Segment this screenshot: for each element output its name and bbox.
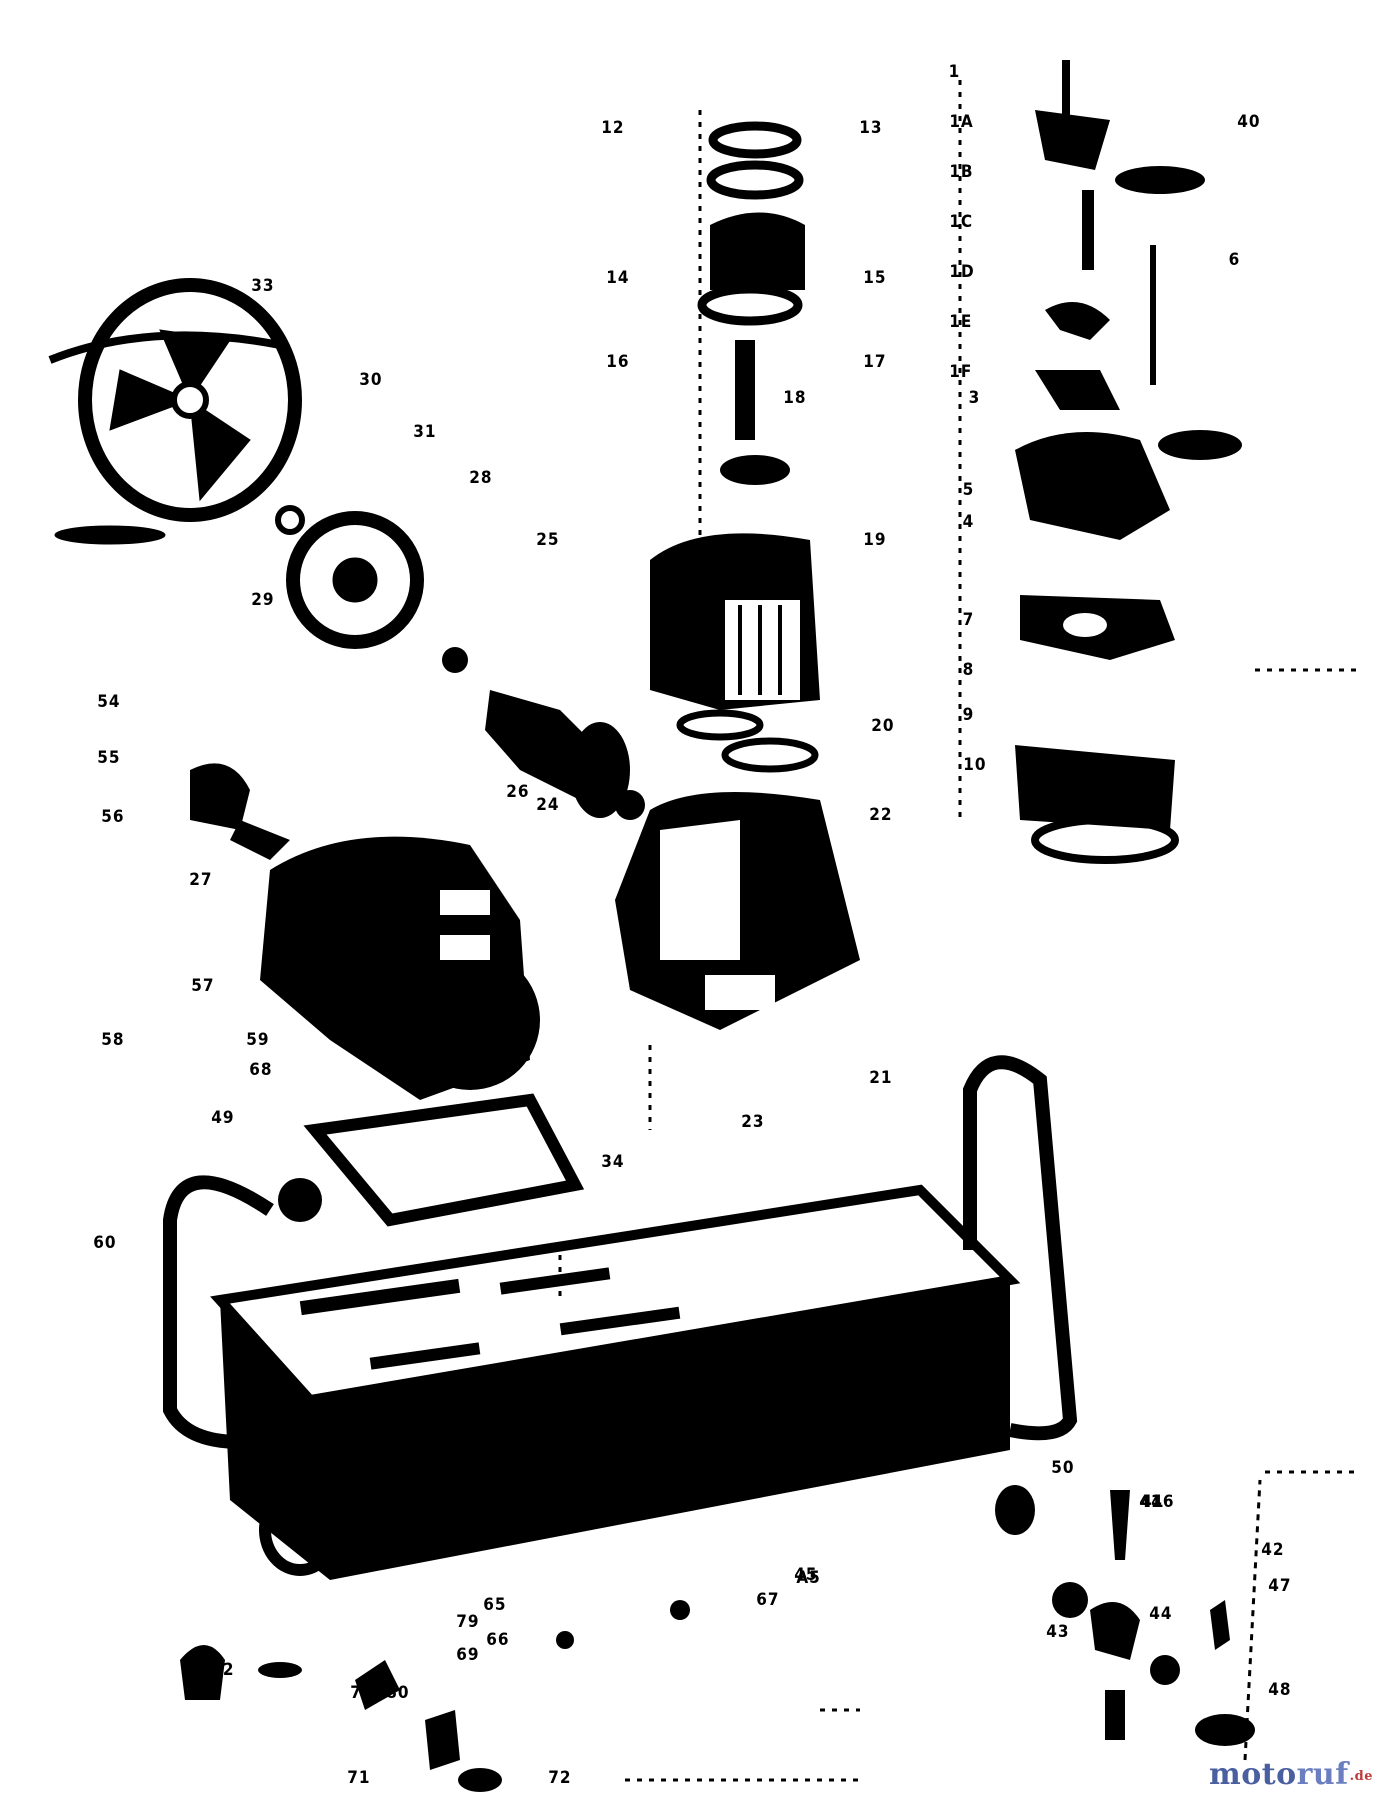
part-label: 71 xyxy=(347,1768,371,1788)
part-label: 79 xyxy=(456,1612,480,1632)
flywheel-fan xyxy=(48,278,302,545)
part-label: 12 xyxy=(601,118,625,138)
part-label: 10 xyxy=(963,755,987,775)
part-label: 1B xyxy=(949,162,974,182)
part-label: 54 xyxy=(97,692,121,712)
part-label: 55 xyxy=(97,748,121,768)
part-label: 32 xyxy=(211,1660,235,1680)
part-label: 48 xyxy=(1268,1680,1292,1700)
part-label: 45 xyxy=(794,1565,818,1585)
watermark-part-a: moto xyxy=(1208,1757,1297,1792)
part-label: 1E xyxy=(949,312,973,332)
part-label: 1A xyxy=(949,112,974,132)
part-label: 59 xyxy=(246,1030,270,1050)
part-label: 20 xyxy=(871,716,895,736)
part-label: 5 xyxy=(962,480,975,500)
crankcase xyxy=(615,792,860,1030)
part-label: 29 xyxy=(251,590,275,610)
part-label: 80 xyxy=(386,1683,410,1703)
part-label: 24 xyxy=(536,795,560,815)
part-label: 26 xyxy=(506,782,530,802)
part-label: 7 xyxy=(962,610,975,630)
part-label: 27 xyxy=(189,870,213,890)
part-label: 14 xyxy=(606,268,630,288)
part-label: 33 xyxy=(251,276,275,296)
part-label: A5 xyxy=(796,1568,821,1588)
part-label: 1F xyxy=(949,362,973,382)
mounting-plate xyxy=(278,1093,585,1227)
part-label: 70 xyxy=(350,1683,374,1703)
part-label: 41 xyxy=(1141,1492,1165,1512)
part-label: 23 xyxy=(741,1112,765,1132)
part-label: 46 xyxy=(1151,1492,1175,1512)
engine-unit xyxy=(190,763,540,1100)
part-label: 25 xyxy=(536,530,560,550)
part-label: 65 xyxy=(483,1595,507,1615)
part-label: 68 xyxy=(249,1060,273,1080)
part-label: 58 xyxy=(101,1030,125,1050)
part-label: 28 xyxy=(469,468,493,488)
motoruf-watermark: motoruf.de xyxy=(1209,1757,1373,1792)
part-label: 69 xyxy=(456,1645,480,1665)
part-label: 15 xyxy=(863,268,887,288)
part-label: 31 xyxy=(413,422,437,442)
part-label: 57 xyxy=(191,976,215,996)
part-label: 8 xyxy=(962,660,975,680)
carburetor-assembly xyxy=(1015,60,1242,864)
part-label: 3 xyxy=(968,388,981,408)
part-label: 19 xyxy=(863,530,887,550)
part-label: 60 xyxy=(93,1233,117,1253)
crankshaft xyxy=(442,647,645,820)
part-label: 72 xyxy=(548,1768,572,1788)
part-label: 43 xyxy=(1046,1622,1070,1642)
part-label: 67 xyxy=(756,1590,780,1610)
part-label: 56 xyxy=(101,807,125,827)
part-label: 16 xyxy=(606,352,630,372)
part-label: 9 xyxy=(962,705,975,725)
part-label: 17 xyxy=(863,352,887,372)
piston xyxy=(710,212,805,485)
part-label: 42 xyxy=(1261,1540,1285,1560)
part-label: 21 xyxy=(869,1068,893,1088)
pulley-hub xyxy=(275,505,424,649)
part-label: 4 xyxy=(962,512,975,532)
part-label: 30 xyxy=(359,370,383,390)
tank-base xyxy=(163,1055,1078,1580)
part-label: 44 xyxy=(1149,1604,1173,1624)
part-label: 66 xyxy=(486,1630,510,1650)
part-label: 22 xyxy=(869,805,893,825)
part-label: 34 xyxy=(601,1152,625,1172)
part-label: 18 xyxy=(783,388,807,408)
small-fittings xyxy=(180,1479,1262,1792)
part-label: 13 xyxy=(859,118,883,138)
leader-lines xyxy=(558,80,1360,1782)
part-label: 47 xyxy=(1268,1576,1292,1596)
watermark-suffix: .de xyxy=(1349,1769,1373,1784)
part-label: 1D xyxy=(949,262,975,282)
part-label: 1 xyxy=(948,62,961,82)
part-label: 49 xyxy=(211,1108,235,1128)
part-label: 40 xyxy=(1237,112,1261,132)
part-label: 1C xyxy=(949,212,973,232)
part-label: 6 xyxy=(1228,250,1241,270)
part-label: 50 xyxy=(1051,1458,1075,1478)
cylinder-block xyxy=(650,533,820,773)
watermark-part-b: ruf xyxy=(1296,1757,1349,1792)
part-label: 41 xyxy=(1139,1492,1163,1512)
